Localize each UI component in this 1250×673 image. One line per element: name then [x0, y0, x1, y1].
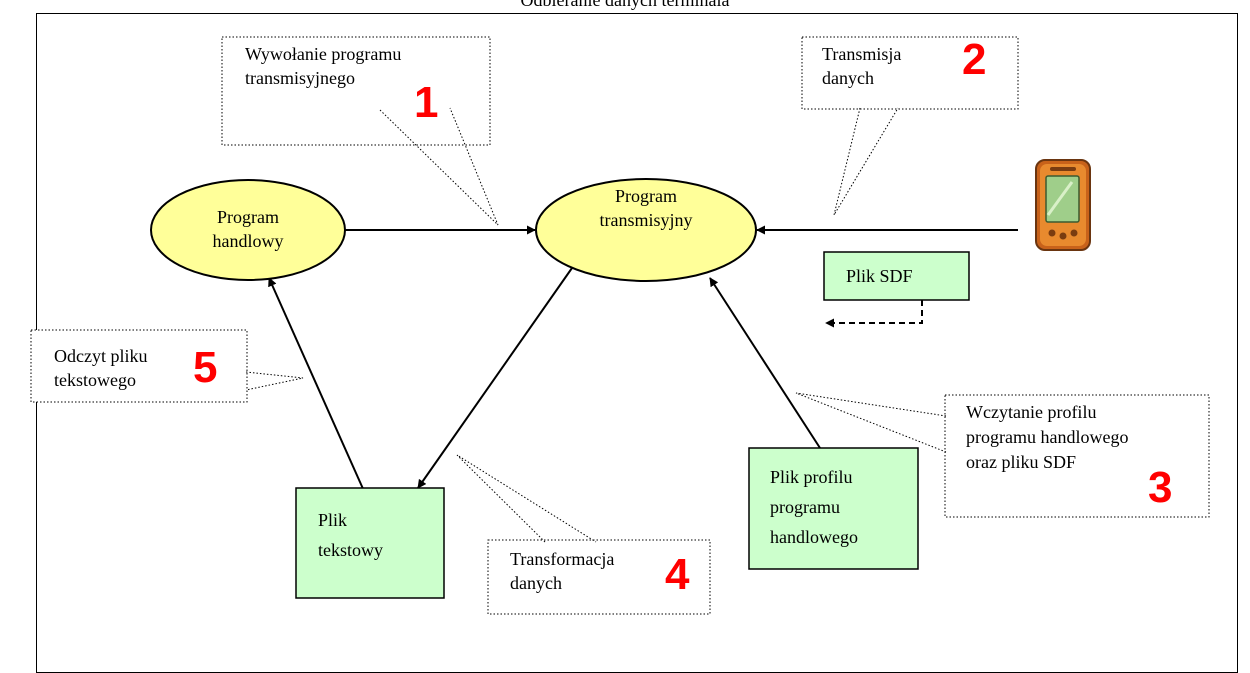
label-plik-profilu-line3: handlowego	[770, 527, 858, 547]
label-plik-profilu-line2: programu	[770, 497, 840, 517]
label-program-handlowy-line2: handlowy	[212, 231, 284, 251]
callout-2-number: 2	[962, 35, 987, 84]
callout-4-text: Transformacja danych	[510, 547, 614, 595]
callout-2-line2: danych	[822, 68, 874, 88]
label-program-handlowy-line1: Program	[217, 207, 279, 227]
label-program-transmisyjny-line1: Program	[615, 186, 677, 206]
node-plik-profilu	[748, 447, 919, 570]
callout-3-box	[944, 394, 1210, 518]
callout-5-line2: tekstowego	[54, 370, 136, 390]
label-plik-tekstowy-line1: Plik	[318, 510, 348, 530]
callout-1-text: Wywołanie programu transmisyjnego	[245, 42, 401, 90]
callout-1-line2: transmisyjnego	[245, 68, 355, 88]
callout-4-box	[487, 539, 711, 615]
callout-2-text: Transmisja danych	[822, 42, 901, 90]
callout-4-line1: Transformacja	[510, 549, 615, 569]
label-program-handlowy: Program handlowy	[170, 205, 326, 253]
callout-3-line3: oraz pliku SDF	[966, 452, 1076, 472]
label-program-transmisyjny-line2: transmisyjny	[599, 210, 693, 230]
node-plik-sdf	[823, 251, 970, 301]
node-program-handlowy	[150, 179, 346, 281]
callout-3-text: Wczytanie profilu programu handlowego or…	[966, 400, 1128, 475]
label-plik-profilu: Plik profilu programu handlowego	[770, 462, 858, 552]
callout-5-number: 5	[193, 343, 218, 392]
arrow-plik-tekstowy-to-handlowy	[268, 277, 369, 501]
label-plik-profilu-line1: Plik profilu	[770, 467, 853, 487]
page-title: Odbieranie danych terminala	[520, 0, 730, 10]
dashed-arrow-sdf	[825, 300, 923, 328]
callout-3-pointer	[795, 392, 947, 453]
callout-2-line1: Transmisja	[822, 44, 902, 64]
callout-1-pointer	[379, 107, 499, 226]
node-plik-tekstowy	[295, 487, 445, 599]
callout-4-number: 4	[665, 550, 690, 599]
callout-1-line1: Wywołanie programu	[245, 44, 402, 64]
callout-5-box	[30, 329, 248, 403]
arrow-plik-profilu-to-transmisyjny	[709, 277, 821, 449]
callout-2-pointer	[833, 107, 899, 216]
callout-5-pointer	[245, 371, 304, 391]
callout-3-number: 3	[1148, 463, 1173, 512]
callout-5-line1: Odczyt pliku	[54, 346, 148, 366]
flow-diagram	[30, 36, 1210, 615]
callout-2-box	[801, 36, 1019, 110]
callout-5-text: Odczyt pliku tekstowego	[54, 344, 147, 392]
pda-terminal-icon	[1035, 159, 1091, 251]
label-plik-sdf: Plik SDF	[846, 266, 913, 286]
node-program-transmisyjny	[535, 178, 757, 282]
label-plik-tekstowy-line2: tekstowy	[318, 540, 383, 560]
callout-4-line2: danych	[510, 573, 562, 593]
label-plik-tekstowy: Plik tekstowy	[318, 505, 383, 565]
label-program-transmisyjny: Program transmisyjny	[546, 184, 746, 232]
callout-1-number: 1	[414, 78, 439, 127]
arrow-transmisyjny-to-plik-tekstowy	[417, 267, 573, 489]
callout-3-line2: programu handlowego	[966, 427, 1129, 447]
callout-4-pointer	[456, 454, 597, 543]
callout-3-line1: Wczytanie profilu	[966, 402, 1097, 422]
callout-1-box	[221, 36, 491, 146]
